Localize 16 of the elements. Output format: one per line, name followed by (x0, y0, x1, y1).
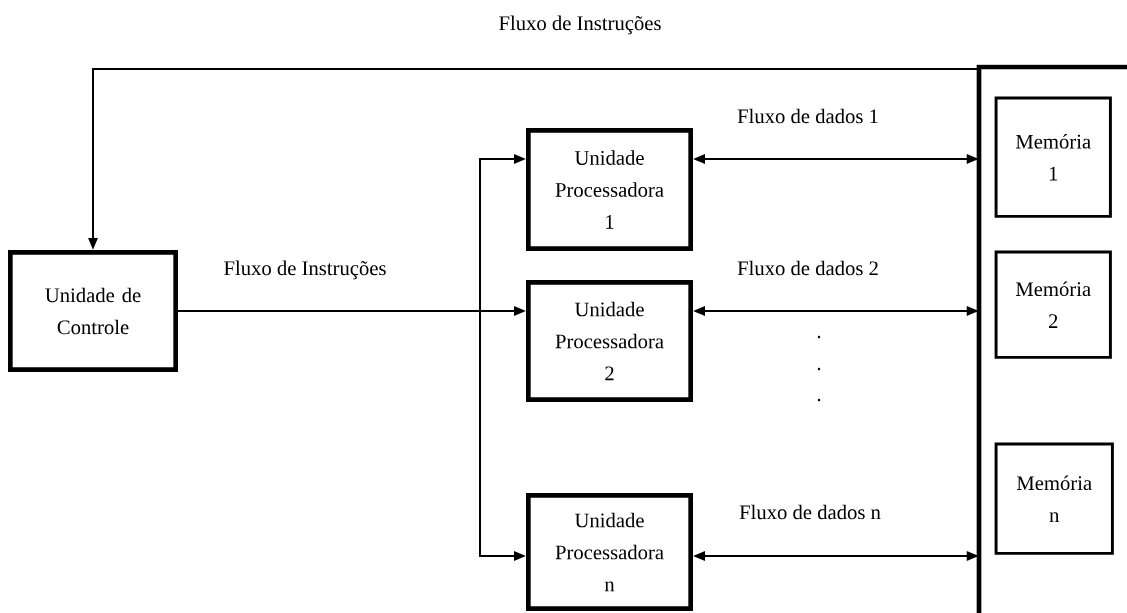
memory-box: Memória 1 (994, 96, 1112, 218)
edge-label: Fluxo de dados n (739, 504, 881, 520)
processor-box: Unidade Processadora 1 (526, 128, 693, 251)
processor-box: Unidade Processadora n (526, 493, 693, 611)
memory-box: Memória n (994, 442, 1114, 555)
memory-bank-frame (976, 64, 1127, 613)
memory-box: Memória 2 (994, 250, 1112, 359)
ellipsis-dot: . (817, 398, 821, 402)
edge-label: Fluxo de Instruções (224, 260, 386, 280)
edge-label: Fluxo de Instruções (499, 15, 661, 35)
ellipsis-dot: . (817, 335, 821, 339)
ellipsis-dot: . (817, 367, 821, 371)
processor-box: Unidade Processadora 2 (526, 280, 693, 402)
edge-label: Fluxo de dados 1 (737, 108, 878, 124)
control-unit-box: Unidade de Controle (8, 250, 178, 372)
edge-label: Fluxo de dados 2 (737, 260, 878, 276)
